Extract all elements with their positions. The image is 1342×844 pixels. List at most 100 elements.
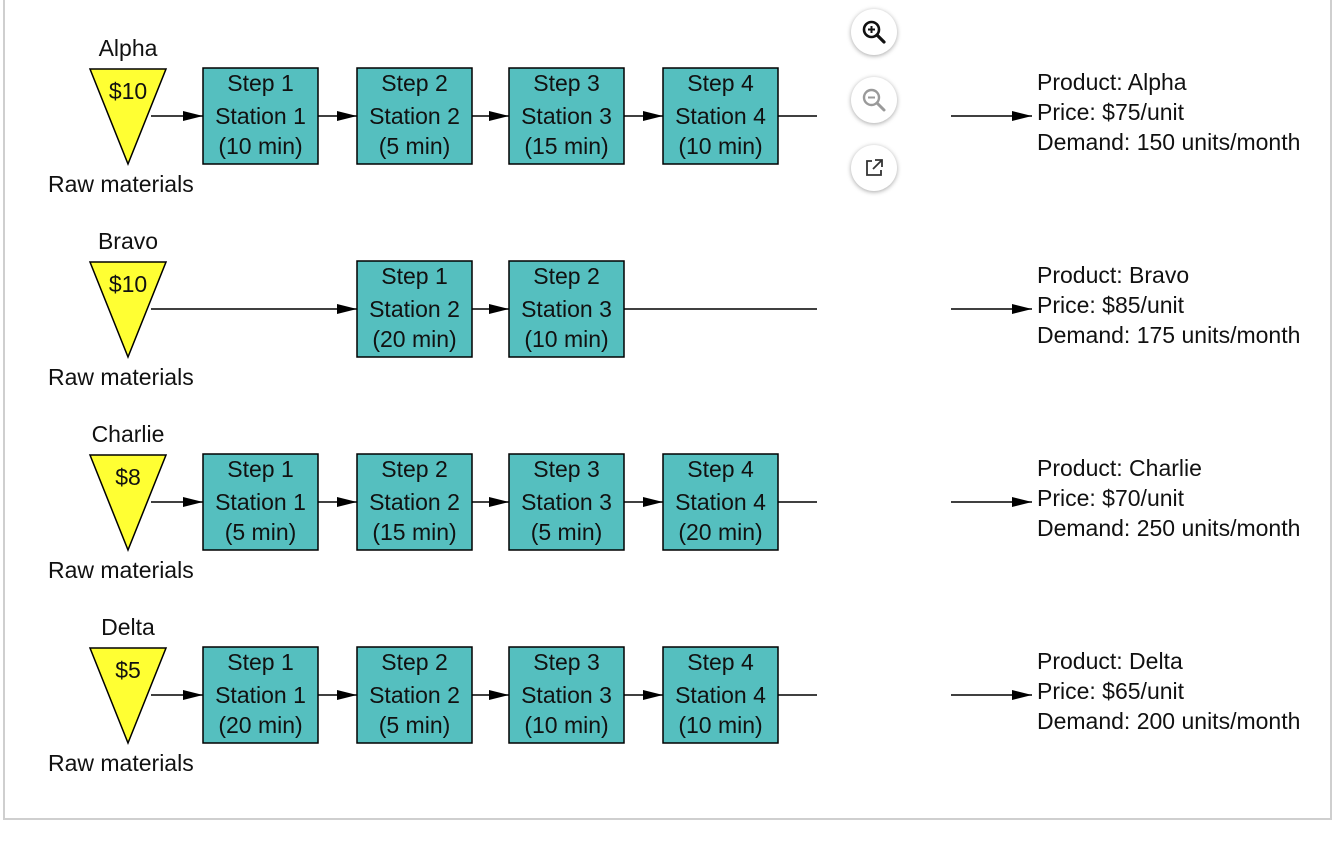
- flow-arrow-head: [183, 111, 203, 121]
- product-name-info: Product: Charlie: [1037, 455, 1202, 481]
- raw-material-triangle: [88, 647, 168, 746]
- demand-info: Demand: 250 units/month: [1037, 515, 1300, 541]
- step-label: Step 1: [227, 456, 294, 482]
- price-info: Price: $85/unit: [1037, 292, 1185, 318]
- time-label: (5 min): [531, 519, 603, 545]
- step-label: Step 1: [381, 263, 448, 289]
- step-label: Step 4: [687, 649, 754, 675]
- zoom-in-button[interactable]: [851, 9, 897, 55]
- step-label: Step 1: [227, 649, 294, 675]
- flow-arrow-head: [183, 690, 203, 700]
- station-label: Station 1: [215, 682, 306, 708]
- time-label: (15 min): [524, 133, 608, 159]
- step-label: Step 2: [381, 649, 448, 675]
- flow-arrow-head: [643, 497, 663, 507]
- zoom-in-icon: [862, 20, 886, 44]
- station-box: [508, 646, 625, 744]
- station-label: Station 3: [521, 103, 612, 129]
- raw-material-cost: $10: [109, 271, 147, 297]
- time-label: (10 min): [524, 326, 608, 352]
- output-arrow-head: [1012, 111, 1032, 121]
- product-name-label: Bravo: [98, 228, 158, 254]
- flow-arrow-head: [643, 111, 663, 121]
- time-label: (5 min): [379, 133, 451, 159]
- station-label: Station 3: [521, 296, 612, 322]
- raw-material-cost: $10: [109, 78, 147, 104]
- price-info: Price: $75/unit: [1037, 99, 1185, 125]
- step-label: Step 2: [533, 263, 600, 289]
- station-label: Station 4: [675, 489, 766, 515]
- time-label: (5 min): [225, 519, 297, 545]
- output-arrow-head: [1012, 304, 1032, 314]
- raw-material-triangle: [88, 261, 168, 360]
- time-label: (10 min): [678, 133, 762, 159]
- flow-arrow-head: [489, 690, 509, 700]
- open-external-icon: [866, 159, 883, 176]
- raw-material-cost: $8: [115, 464, 141, 490]
- time-label: (15 min): [372, 519, 456, 545]
- step-label: Step 3: [533, 649, 600, 675]
- station-box: [662, 453, 779, 551]
- step-label: Step 3: [533, 70, 600, 96]
- flow-arrow-head: [337, 111, 357, 121]
- station-label: Station 2: [369, 489, 460, 515]
- time-label: (10 min): [218, 133, 302, 159]
- product-name-label: Charlie: [92, 421, 165, 447]
- raw-material-triangle: [88, 68, 168, 167]
- time-label: (20 min): [218, 712, 302, 738]
- time-label: (10 min): [524, 712, 608, 738]
- flow-arrow-head: [337, 690, 357, 700]
- station-box: [356, 453, 473, 551]
- time-label: (5 min): [379, 712, 451, 738]
- output-arrow-head: [1012, 497, 1032, 507]
- product-name-info: Product: Alpha: [1037, 69, 1187, 95]
- flow-arrow-head: [489, 111, 509, 121]
- station-label: Station 2: [369, 296, 460, 322]
- demand-info: Demand: 175 units/month: [1037, 322, 1300, 348]
- time-label: (10 min): [678, 712, 762, 738]
- station-box: [508, 260, 625, 358]
- raw-materials-label: Raw materials: [48, 557, 194, 583]
- step-label: Step 2: [381, 70, 448, 96]
- output-arrow-head: [1012, 690, 1032, 700]
- flow-arrow-head: [183, 497, 203, 507]
- station-label: Station 1: [215, 103, 306, 129]
- demand-info: Demand: 150 units/month: [1037, 129, 1300, 155]
- raw-material-triangle: [88, 454, 168, 553]
- station-label: Station 3: [521, 489, 612, 515]
- zoom-out-icon: [862, 88, 886, 112]
- station-box: [356, 646, 473, 744]
- product-name-info: Product: Delta: [1037, 648, 1183, 674]
- station-box: [202, 453, 319, 551]
- time-label: (20 min): [372, 326, 456, 352]
- station-box: [508, 67, 625, 165]
- flow-arrow-head: [337, 304, 357, 314]
- open-external-button[interactable]: [851, 145, 897, 191]
- product-name-info: Product: Bravo: [1037, 262, 1189, 288]
- price-info: Price: $70/unit: [1037, 485, 1185, 511]
- step-label: Step 4: [687, 456, 754, 482]
- station-label: Station 2: [369, 103, 460, 129]
- station-box: [662, 646, 779, 744]
- station-label: Station 2: [369, 682, 460, 708]
- time-label: (20 min): [678, 519, 762, 545]
- station-box: [356, 260, 473, 358]
- step-label: Step 4: [687, 70, 754, 96]
- station-box: [662, 67, 779, 165]
- station-label: Station 1: [215, 489, 306, 515]
- station-label: Station 4: [675, 103, 766, 129]
- raw-material-cost: $5: [115, 657, 141, 683]
- station-label: Station 3: [521, 682, 612, 708]
- step-label: Step 2: [381, 456, 448, 482]
- product-name-label: Alpha: [99, 35, 158, 61]
- step-label: Step 1: [227, 70, 294, 96]
- zoom-out-button[interactable]: [851, 77, 897, 123]
- raw-materials-label: Raw materials: [48, 171, 194, 197]
- flow-arrow-head: [643, 690, 663, 700]
- product-name-label: Delta: [101, 614, 155, 640]
- demand-info: Demand: 200 units/month: [1037, 708, 1300, 734]
- station-box: [508, 453, 625, 551]
- raw-materials-label: Raw materials: [48, 750, 194, 776]
